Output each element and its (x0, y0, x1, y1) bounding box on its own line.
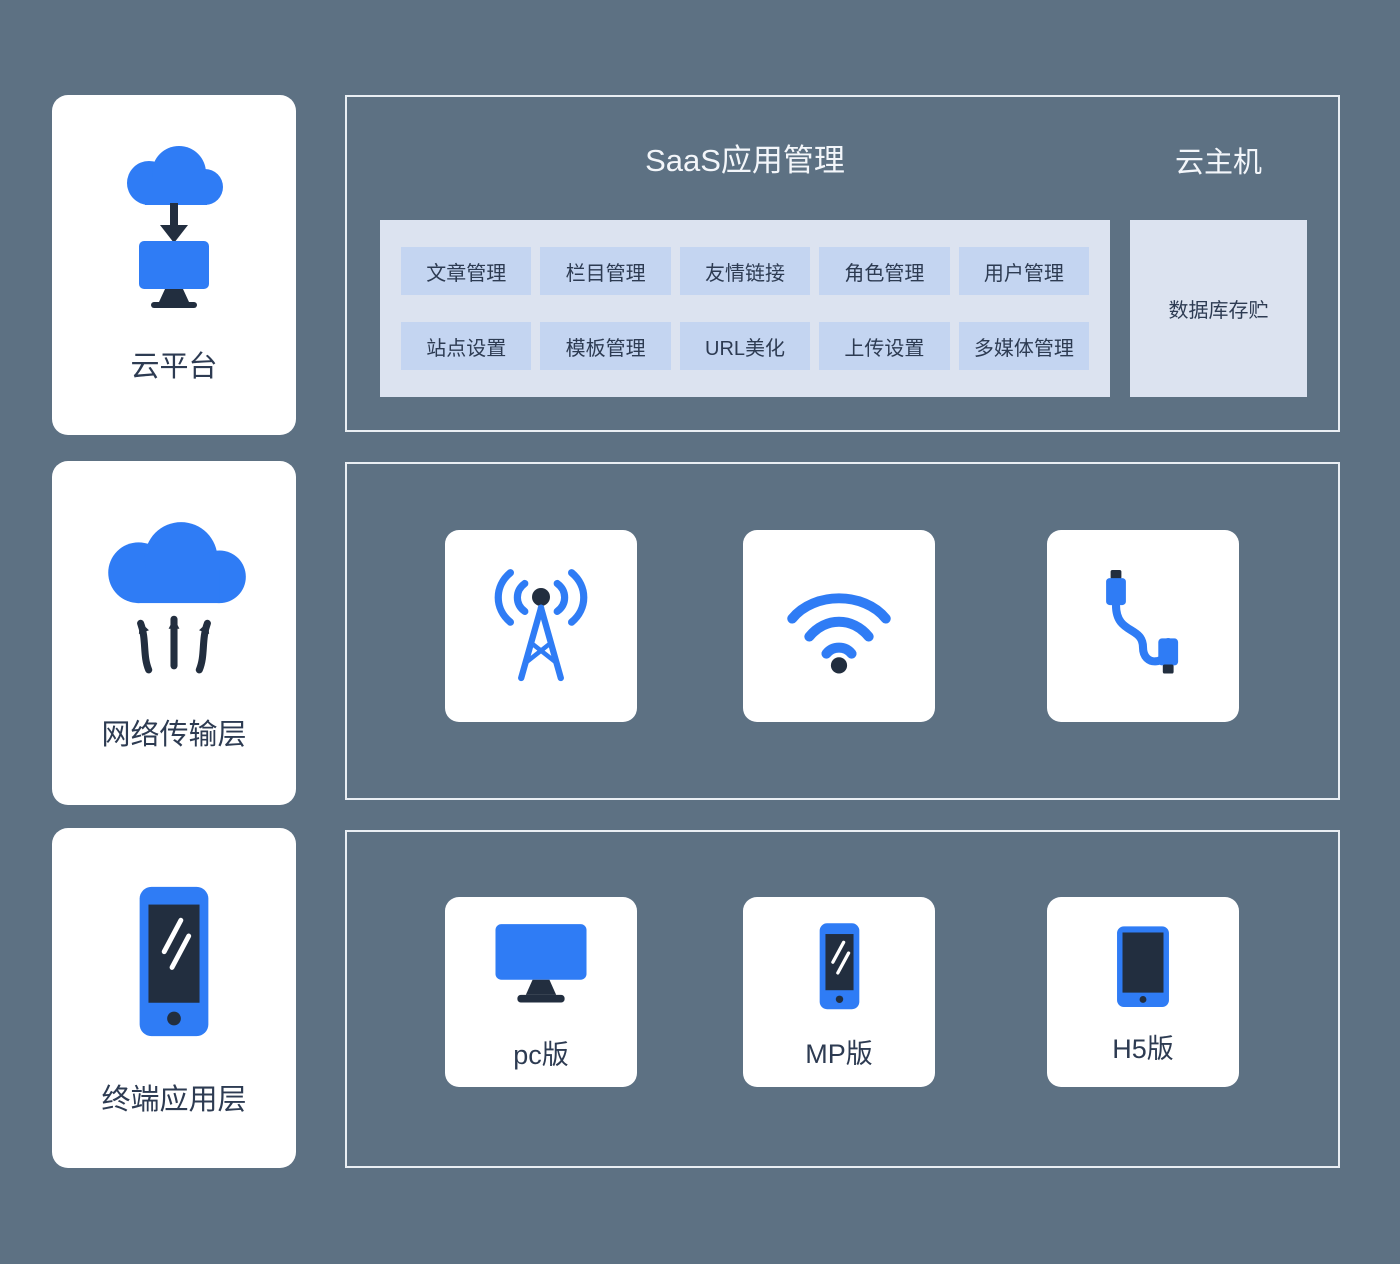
modules-row-2: 站点设置 模板管理 URL美化 上传设置 多媒体管理 (401, 322, 1090, 370)
module-chip-upload: 上传设置 (819, 322, 950, 370)
tablet-icon (1102, 924, 1184, 1015)
saas-management-panel: SaaS应用管理 云主机 文章管理 栏目管理 友情链接 角色管理 用户管理 站点… (345, 95, 1340, 432)
terminal-tile-mp: MP版 (743, 897, 935, 1087)
layer-card-terminal-application: 终端应用层 (52, 828, 296, 1168)
network-tile-usb-cable (1047, 530, 1239, 722)
network-tile-wifi (743, 530, 935, 722)
saas-modules-panel: 文章管理 栏目管理 友情链接 角色管理 用户管理 站点设置 模板管理 URL美化… (380, 220, 1110, 397)
layer-label-cloud-platform: 云平台 (130, 351, 218, 383)
module-chip-role: 角色管理 (819, 247, 950, 295)
desktop-monitor-icon (482, 919, 600, 1021)
smartphone-icon (120, 878, 228, 1046)
saas-panel-title: SaaS应用管理 (645, 143, 845, 178)
layer-label-terminal-application: 终端应用层 (101, 1084, 247, 1116)
network-transport-panel (345, 462, 1340, 800)
layer-card-network-transport: 网络传输层 (52, 461, 296, 805)
network-tile-antenna (445, 530, 637, 722)
terminal-application-panel: pc版 MP版 (345, 830, 1340, 1168)
mobile-phone-icon (798, 920, 881, 1020)
wifi-icon (776, 561, 902, 692)
antenna-icon (478, 561, 604, 692)
modules-row-1: 文章管理 栏目管理 友情链接 角色管理 用户管理 (401, 247, 1090, 295)
module-chip-media: 多媒体管理 (958, 322, 1090, 370)
module-chip-url: URL美化 (679, 322, 811, 370)
terminal-tile-pc: pc版 (445, 897, 637, 1087)
terminal-label-pc: pc版 (513, 1039, 569, 1070)
module-chip-user: 用户管理 (958, 247, 1090, 295)
database-storage-panel: 数据库存贮 (1130, 220, 1307, 397)
cloud-upload-icon (88, 503, 260, 689)
module-chip-column: 栏目管理 (540, 247, 671, 295)
module-chip-article: 文章管理 (401, 247, 532, 295)
layer-card-cloud-platform: 云平台 (52, 95, 296, 435)
terminal-label-mp: MP版 (805, 1038, 873, 1069)
module-chip-links: 友情链接 (679, 247, 811, 295)
terminal-label-h5: H5版 (1112, 1034, 1174, 1064)
terminal-tile-h5: H5版 (1047, 897, 1239, 1087)
layer-label-network-transport: 网络传输层 (101, 719, 247, 751)
module-chip-template: 模板管理 (540, 322, 671, 370)
cloud-host-title: 云主机 (1174, 147, 1262, 179)
usb-cable-icon (1080, 561, 1206, 692)
module-chip-site: 站点设置 (401, 322, 532, 370)
cloud-to-monitor-icon (99, 129, 249, 327)
